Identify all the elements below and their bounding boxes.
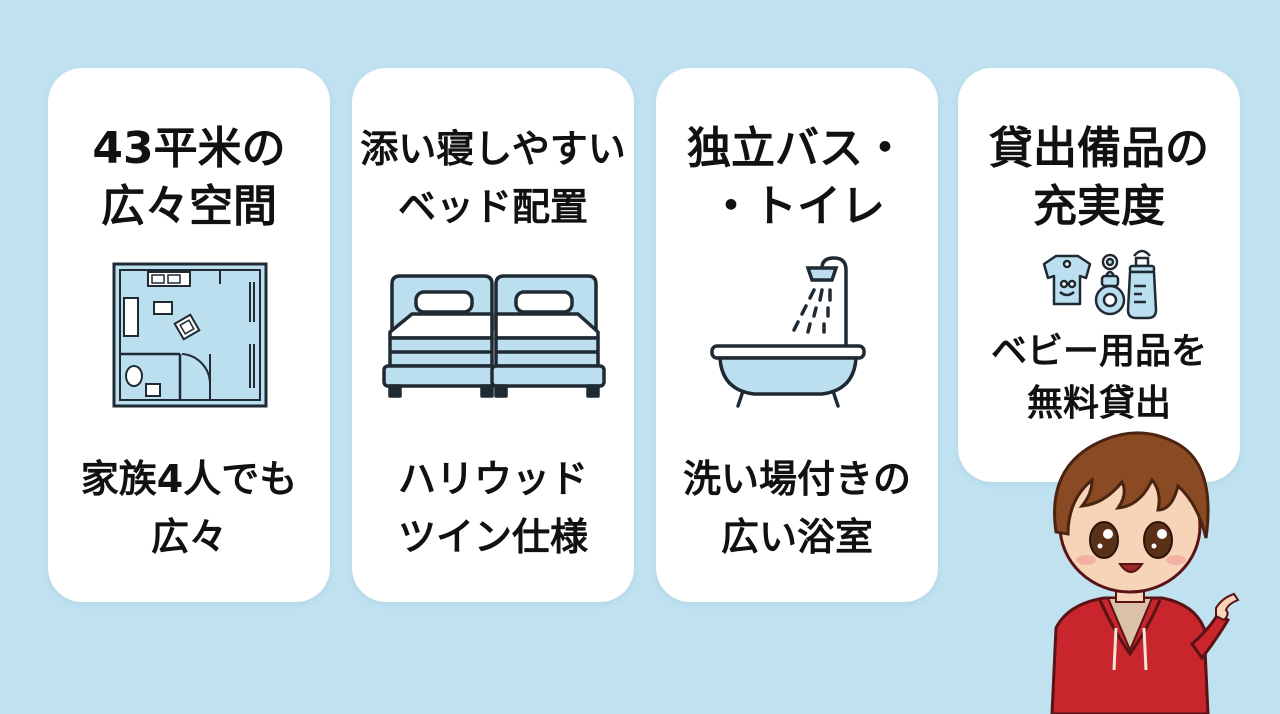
card-title: 43平米の 広々空間	[48, 120, 330, 236]
card-title: 独立バス・ ・トイレ	[656, 120, 938, 236]
card-title: 貸出備品の 充実度	[958, 120, 1240, 236]
card-caption-line-2: 広い浴室	[720, 515, 873, 559]
feature-card-beds: 添い寝しやすい ベッド配置 ハリウッド ツイン仕様	[352, 68, 634, 602]
feature-card-rental: 貸出備品の 充実度 ベビー用品を 無料貸出	[958, 68, 1240, 482]
card-caption: 洗い場付きの 広い浴室	[656, 450, 938, 566]
card-caption-line-1: ハリウッド	[397, 457, 588, 501]
card-caption-line-1: ベビー用品を	[990, 331, 1207, 372]
mascot-character	[1050, 431, 1240, 714]
card-title-line-2: 広々空間	[101, 181, 277, 232]
feature-card-bath: 独立バス・ ・トイレ 洗い場付きの 広い浴室	[656, 68, 938, 602]
baby-goods-icon	[1042, 249, 1158, 320]
card-caption-line-2: 広々	[150, 515, 227, 559]
card-title-line-2: ベッド配置	[397, 185, 588, 229]
card-caption-line-1: 家族4人でも	[80, 457, 298, 501]
card-caption: 家族4人でも 広々	[48, 450, 330, 566]
floor-plan-icon	[112, 262, 268, 408]
card-title-line-2: ・トイレ	[709, 181, 885, 232]
card-title: 添い寝しやすい ベッド配置	[352, 120, 634, 236]
card-caption-line-2: 無料貸出	[1026, 383, 1171, 424]
card-title-line-1: 添い寝しやすい	[360, 127, 626, 171]
card-caption: ベビー用品を 無料貸出	[958, 326, 1240, 430]
card-caption-line-1: 洗い場付きの	[682, 457, 911, 501]
twin-beds-icon	[382, 274, 606, 398]
card-title-line-2: 充実度	[1033, 181, 1165, 232]
card-caption-line-2: ツイン仕様	[397, 515, 588, 559]
card-title-line-1: 貸出備品の	[989, 123, 1209, 174]
card-caption: ハリウッド ツイン仕様	[352, 450, 634, 566]
bathtub-shower-icon	[710, 256, 866, 408]
card-title-line-1: 43平米の	[92, 123, 286, 174]
card-title-line-1: 独立バス・	[687, 123, 907, 174]
feature-card-space: 43平米の 広々空間 家族4人でも 広々	[48, 68, 330, 602]
